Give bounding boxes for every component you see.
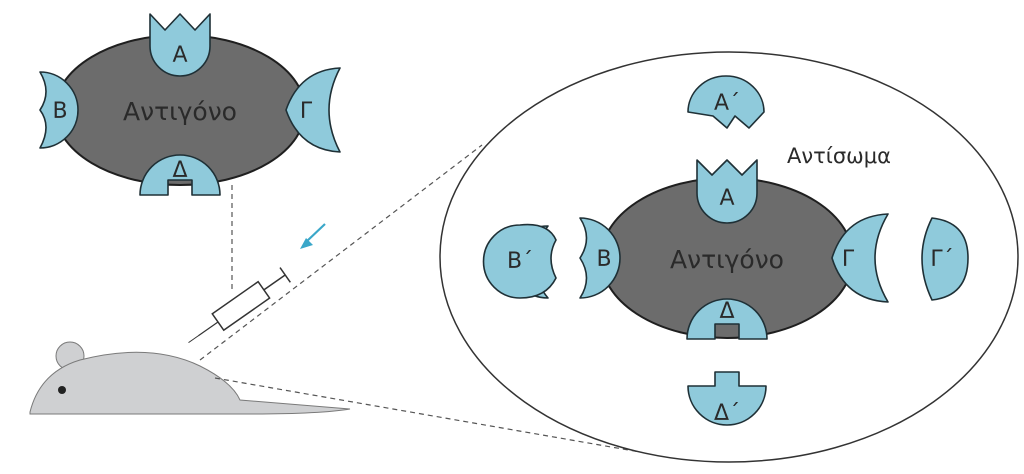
mouse-icon <box>29 341 351 415</box>
antibody-c-label: Γ΄ <box>930 247 953 272</box>
left-site-d-label: Δ <box>172 158 187 183</box>
left-antigen-label: Αντιγόνο <box>123 97 237 126</box>
zoom-site-c: Γ <box>831 213 889 303</box>
antibody-a: Α΄ <box>687 75 765 129</box>
antibody-b: Β΄ <box>482 223 557 299</box>
zoom-site-d-label: Δ <box>719 299 734 324</box>
left-site-b: Β <box>39 71 79 149</box>
syringe-icon <box>188 267 291 344</box>
antibody-d: Δ΄ <box>687 371 767 426</box>
zoom-site-b-label: Β <box>596 247 611 272</box>
arrow-icon <box>300 223 326 249</box>
zoom-site-b: Β <box>579 217 621 299</box>
left-site-d: Δ <box>139 154 221 196</box>
zoom-site-a-label: Α <box>719 186 734 211</box>
left-antigen: Α Β Γ Δ Αντιγόνο <box>39 13 341 196</box>
antibody-d-label: Δ΄ <box>714 401 740 426</box>
left-site-c: Γ <box>285 67 341 153</box>
zoom-antigen: Α Β Γ Δ Αντιγόνο <box>579 159 889 340</box>
antibody-b-label: Β΄ <box>507 249 533 274</box>
zoom-antigen-label: Αντιγόνο <box>670 245 784 274</box>
left-site-b-label: Β <box>52 99 67 124</box>
left-site-a: Α <box>149 13 211 77</box>
antibody-c: Γ΄ <box>921 217 969 301</box>
antibody-label: Αντίσωμα <box>787 144 891 168</box>
zoom-site-a: Α <box>696 159 758 224</box>
antibody-a-label: Α΄ <box>714 91 740 116</box>
left-site-a-label: Α <box>172 43 187 68</box>
left-site-c-label: Γ <box>300 99 313 124</box>
zoom-site-c-label: Γ <box>842 247 855 272</box>
zoom-site-d: Δ <box>686 298 768 340</box>
